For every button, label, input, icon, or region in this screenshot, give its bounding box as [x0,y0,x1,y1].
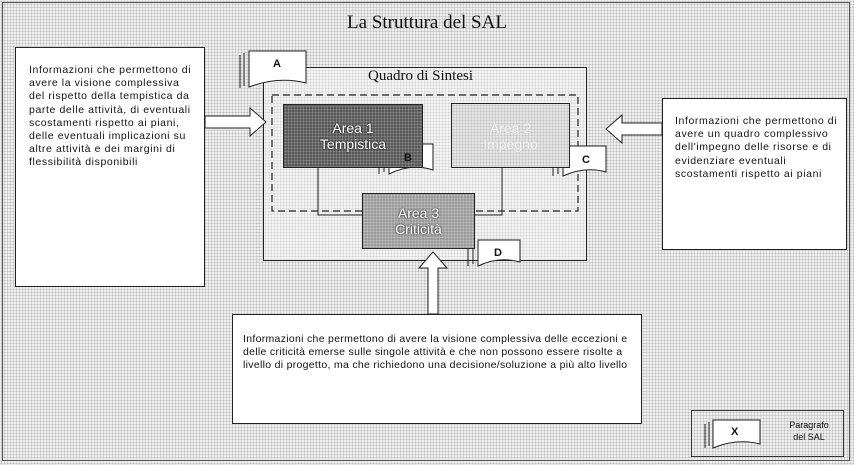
legend-symbol: X [731,426,739,438]
area-2-impegno: Area 2 Impegno [451,103,570,168]
tag-b: B [404,152,412,164]
tag-d: D [494,247,502,259]
area-3-label: Area 3 [397,205,440,221]
note-right-text: Informazioni che permettono di avere un … [675,115,838,180]
legend-label: Paragrafo del SAL [778,419,840,443]
document-d-icon [467,239,521,267]
area-2-sublabel: Impegno [483,135,538,152]
note-left-text: Informazioni che permettono di avere la … [29,64,192,169]
area-2-label: Area 2 [489,119,532,136]
note-bottom-text: Informazioni che permettono di avere la … [243,333,628,372]
legend-box [691,410,844,457]
area-3-sublabel: Criticità [395,221,442,237]
note-left-box: Informazioni che permettono di avere la … [15,47,205,287]
legend-label-line2: del SAL [793,432,825,442]
legend-document-icon [704,419,761,449]
area-3-criticita: Area 3 Criticità [362,193,475,249]
legend-label-line1: Paragrafo [789,420,829,430]
diagram-title: La Struttura del SAL [347,12,507,33]
area-1-sublabel: Tempistica [319,136,387,152]
note-bottom-box: Informazioni che permettono di avere la … [232,314,642,424]
area-1-tempistica: Area 1 Tempistica [283,104,423,168]
area-1-label: Area 1 [332,120,374,136]
tag-c: C [582,154,590,166]
document-a-icon [239,50,307,88]
tag-a: A [273,58,281,70]
note-right-box: Informazioni che permettono di avere un … [662,98,847,250]
quadro-di-sintesi-label: Quadro di Sintesi [368,68,473,84]
